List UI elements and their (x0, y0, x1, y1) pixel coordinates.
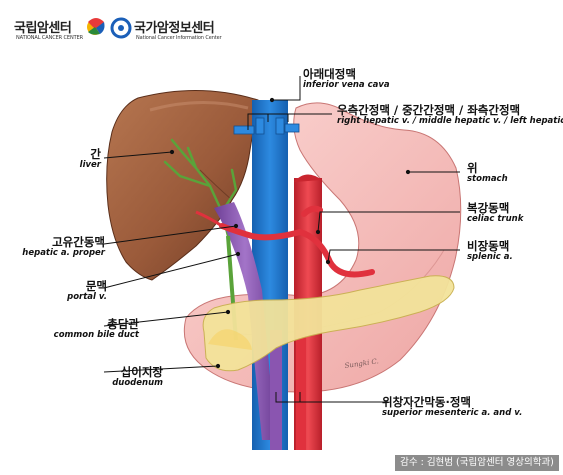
label-stomach: 위 stomach (467, 161, 508, 185)
label-splenic: 비장동맥 splenic a. (467, 239, 513, 263)
label-duodenum: 십이지장 duodenum (112, 365, 163, 389)
label-stomach-en: stomach (467, 174, 508, 185)
ncic-logo (110, 17, 132, 39)
portal-vein (214, 202, 276, 440)
label-duodenum-en: duodenum (112, 378, 163, 389)
label-splenic-en: splenic a. (467, 252, 513, 263)
logo1-english: NATIONAL CANCER CENTER (16, 35, 84, 41)
logo2-name: 국가암정보센터 (134, 21, 215, 36)
label-cbd: 총담관 common bile duct (53, 317, 139, 341)
label-hepatic-artery: 고유간동맥 hepatic a. proper (22, 235, 105, 259)
label-ivc: 아래대정맥 inferior vena cava (303, 67, 390, 91)
label-liver-en: liver (79, 160, 101, 171)
pancreas (202, 275, 455, 372)
label-sma-en: superior mesenteric a. and v. (382, 408, 523, 419)
logo1-name: 국립암센터 (14, 21, 72, 36)
label-sma: 위창자간막동·정맥 superior mesenteric a. and v. (382, 395, 523, 419)
label-hepatic-artery-en: hepatic a. proper (22, 248, 105, 259)
label-hepatic-veins-en: right hepatic v. / middle hepatic v. / l… (337, 116, 563, 127)
label-duodenum-ko: 십이지장 (120, 365, 163, 379)
label-cbd-ko: 총담관 (107, 317, 139, 331)
nci-logo (87, 18, 105, 35)
label-hepatic-veins: 우측간정맥 / 중간간정맥 / 좌측간정맥 right hepatic v. /… (337, 103, 563, 127)
label-liver-ko: 간 (90, 147, 101, 161)
smv (270, 330, 282, 450)
label-splenic-ko: 비장동맥 (467, 239, 510, 253)
hepatic-veins (233, 117, 300, 135)
label-portal: 문맥 portal v. (67, 279, 107, 303)
label-stomach-ko: 위 (467, 161, 478, 175)
credit-badge: 감수 : 김현범 (국립암센터 영상의학과) (395, 455, 559, 471)
label-celiac-ko: 복강동맥 (467, 201, 510, 215)
label-portal-en: portal v. (67, 292, 107, 303)
logo2-english: National Cancer Information Center (136, 35, 222, 41)
label-sma-ko: 위창자간막동·정맥 (382, 395, 472, 409)
label-liver: 간 liver (79, 147, 101, 171)
label-cbd-en: common bile duct (53, 330, 139, 341)
leader-lines (103, 76, 460, 403)
label-ivc-en: inferior vena cava (303, 80, 390, 91)
label-hepatic-veins-ko: 우측간정맥 / 중간간정맥 / 좌측간정맥 (337, 103, 521, 117)
label-celiac-en: celiac trunk (467, 214, 524, 225)
label-ivc-ko: 아래대정맥 (303, 67, 356, 81)
label-portal-ko: 문맥 (85, 279, 107, 293)
sma (296, 330, 306, 450)
label-celiac: 복강동맥 celiac trunk (467, 201, 524, 225)
label-hepatic-artery-ko: 고유간동맥 (52, 235, 105, 249)
